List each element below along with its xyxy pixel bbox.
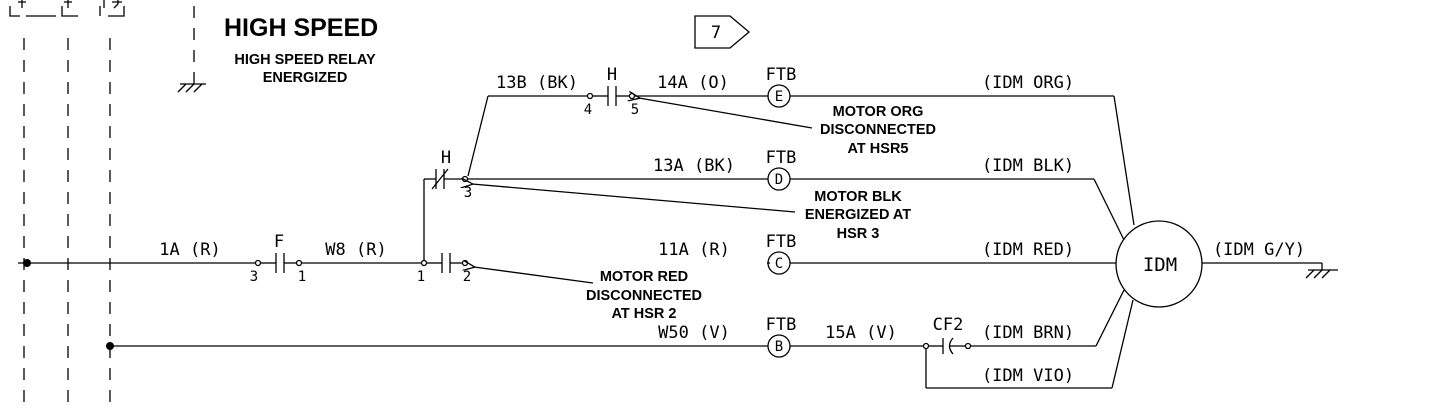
circuit-red-row (18, 253, 1116, 273)
ftb-d-label: FTB (766, 148, 797, 168)
subtitle-line-2: ENERGIZED (263, 70, 348, 86)
ftb-d-letter: D (775, 172, 783, 188)
subtitle-line-1: HIGH SPEED RELAY (234, 52, 376, 68)
wire-label-1a: 1A (R) (159, 240, 220, 260)
pin-4: 4 (584, 102, 592, 118)
ftb-b-label: FTB (766, 315, 797, 335)
arrow-red (474, 267, 594, 284)
diagram-title: HIGH SPEED (224, 14, 378, 42)
wire-label-14a: 14A (O) (657, 73, 729, 93)
annotation-red-line-2: DISCONNECTED (586, 288, 702, 304)
wire-label-w8: W8 (R) (325, 240, 386, 260)
wire-label-idm-gy: (IDM G/Y) (1213, 240, 1305, 260)
wire-label-idm-vio: (IDM VIO) (982, 366, 1074, 386)
wire-label-w50: W50 (V) (658, 323, 730, 343)
ftb-c-label: FTB (766, 232, 797, 252)
wire-label-13b: 13B (BK) (496, 73, 578, 93)
pin-1-h: 1 (417, 269, 425, 285)
annotation-blk-line-1: MOTOR BLK (814, 189, 902, 205)
pin-2: 2 (463, 269, 471, 285)
cf2-label: CF2 (933, 315, 964, 335)
ground-wire-gy (1202, 262, 1338, 279)
top-left-terminal-symbols (9, 0, 125, 17)
circuit-black-row (468, 178, 1125, 241)
relay-h-top-label: H (607, 65, 617, 85)
wire-label-idm-brn: (IDM BRN) (982, 323, 1074, 343)
circuit-orange-row (488, 86, 1135, 226)
annotation-org-line-1: MOTOR ORG (833, 104, 924, 120)
idm-motor: IDM (1115, 220, 1203, 308)
idm-motor-label: IDM (1143, 254, 1177, 276)
annotation-arrows (472, 98, 813, 284)
ftb-terminal-e: E FTB (766, 65, 797, 108)
sheet-reference-number: 7 (711, 23, 721, 43)
wire-label-11a: 11A (R) (658, 240, 730, 260)
sheet-reference-tag: 7 (694, 15, 751, 49)
ftb-b-letter: B (775, 339, 783, 355)
pin-3-h: 3 (464, 185, 472, 201)
h-branch-vertical (423, 95, 489, 260)
ftb-e-letter: E (775, 89, 783, 105)
relay-h-mid-label: H (441, 148, 451, 168)
wire-label-idm-org: (IDM ORG) (982, 73, 1074, 93)
arrow-blk (472, 184, 796, 213)
annotation-blk-line-2: ENERGIZED AT (805, 207, 911, 223)
pin-1-f: 1 (298, 269, 306, 285)
ftb-c-letter: C (775, 256, 783, 272)
pin-3-f: 3 (250, 269, 258, 285)
ftb-e-label: FTB (766, 65, 797, 85)
circuit-violet-row (106, 289, 1134, 389)
relay-f-label: F (274, 232, 284, 252)
annotation-blk-line-3: HSR 3 (837, 226, 880, 242)
annotation-red-line-3: AT HSR 2 (612, 306, 677, 322)
wire-label-idm-red: (IDM RED) (982, 240, 1074, 260)
annotation-org-line-3: AT HSR5 (848, 141, 909, 157)
annotation-red-line-1: MOTOR RED (600, 269, 688, 285)
wire-label-15a: 15A (V) (825, 323, 897, 343)
arrow-org (639, 98, 813, 129)
ftb-terminal-b: B FTB (766, 315, 797, 358)
pin-5: 5 (631, 102, 639, 118)
ftb-terminal-c: C FTB (766, 232, 797, 275)
ftb-terminal-d: D FTB (766, 148, 797, 191)
wire-label-13a: 13A (BK) (653, 156, 735, 176)
annotation-org-line-2: DISCONNECTED (820, 122, 936, 138)
wire-label-idm-blk: (IDM BLK) (982, 156, 1074, 176)
ground-symbol-top (177, 72, 206, 93)
